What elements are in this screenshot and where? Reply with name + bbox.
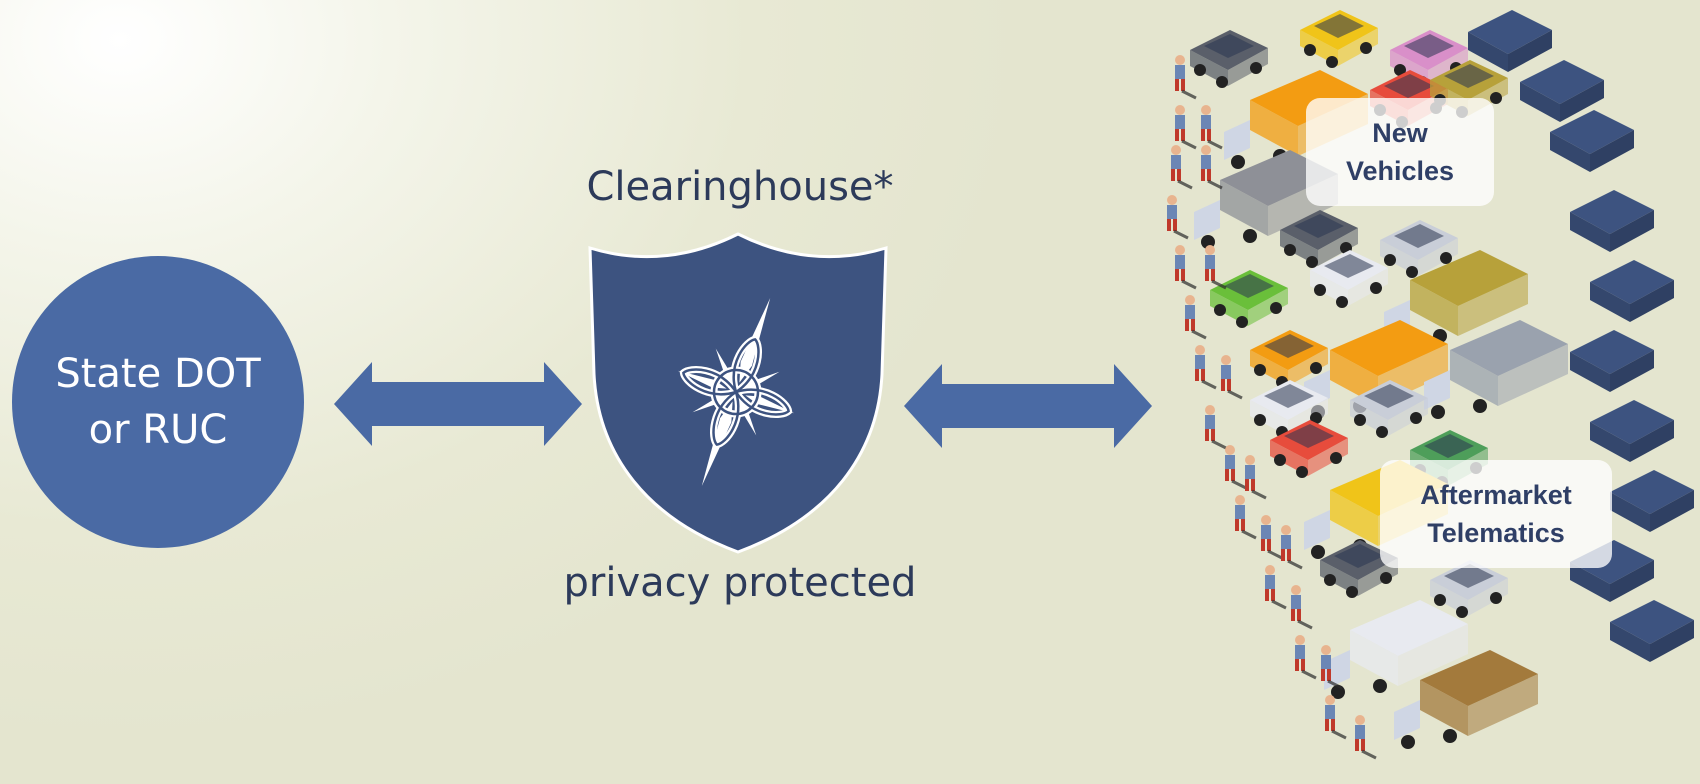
state-dot-node: State DOT or RUC — [12, 256, 304, 548]
aftermarket-line2: Telematics — [1427, 518, 1565, 548]
clearinghouse-shield-icon — [588, 232, 888, 554]
clearinghouse-title: Clearinghouse* — [586, 164, 894, 210]
state-dot-label-line2: or RUC — [88, 407, 228, 453]
new-vehicles-label: New Vehicles — [1306, 98, 1494, 206]
right-double-arrow-icon — [904, 364, 1152, 448]
aftermarket-line1: Aftermarket — [1420, 480, 1572, 510]
privacy-protected-caption: privacy protected — [563, 560, 917, 606]
new-vehicles-line2: Vehicles — [1345, 156, 1455, 186]
celtic-knot-compass-icon — [677, 298, 795, 486]
left-double-arrow-icon — [334, 362, 582, 446]
aftermarket-telematics-label: Aftermarket Telematics — [1380, 460, 1612, 568]
new-vehicles-line1: New — [1372, 118, 1428, 148]
state-dot-label: State DOT or RUC — [38, 346, 278, 458]
state-dot-label-line1: State DOT — [55, 351, 261, 397]
